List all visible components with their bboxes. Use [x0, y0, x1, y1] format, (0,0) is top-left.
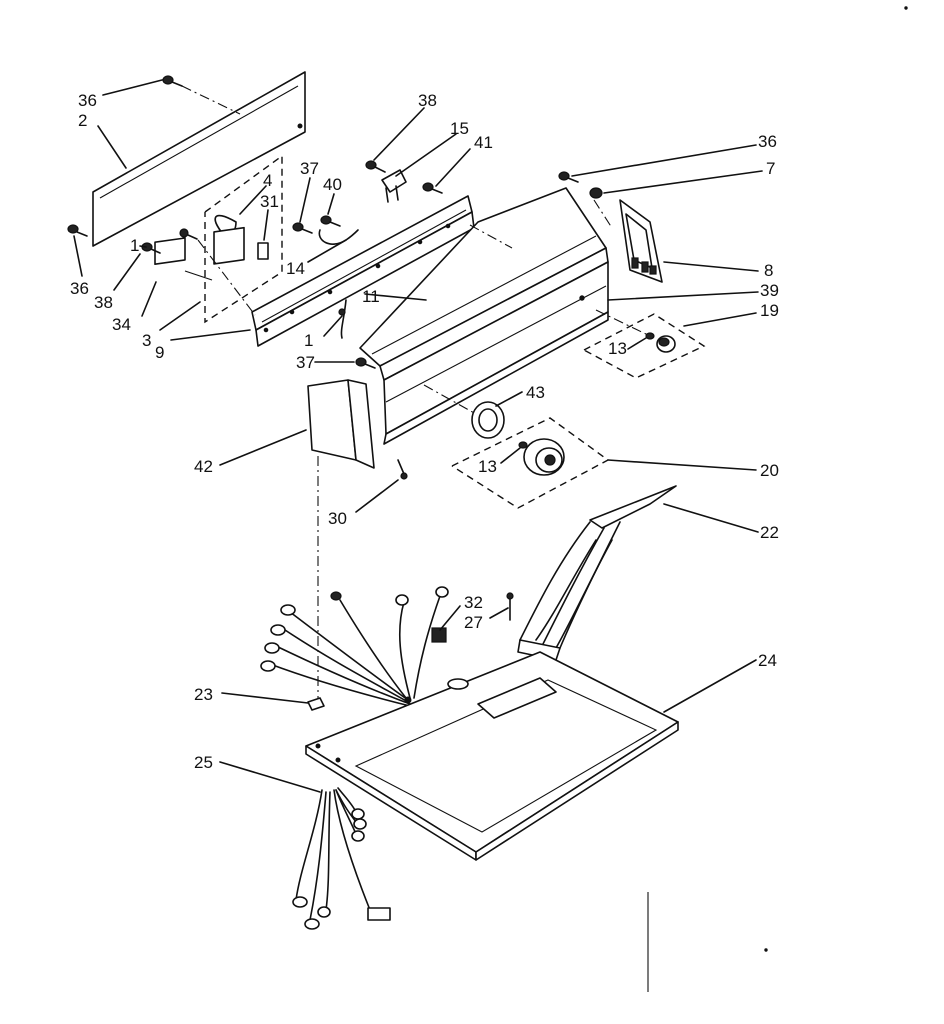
callout-c19: 19	[760, 301, 779, 320]
callout-c40: 40	[323, 175, 342, 194]
callout-c4: 4	[263, 171, 272, 190]
screw-37-lower	[355, 357, 376, 369]
callout-c38b: 38	[418, 91, 437, 110]
switch-15	[365, 160, 407, 203]
clip-7	[589, 187, 603, 199]
screw-27	[506, 592, 514, 621]
screw-40	[320, 215, 341, 227]
wire-bundle-left	[260, 586, 449, 707]
screw-41	[422, 182, 443, 194]
callout-c9: 9	[155, 343, 164, 362]
screw-37-upper	[292, 222, 313, 234]
terminal-block-32	[431, 627, 447, 643]
callout-c36c: 36	[758, 132, 777, 151]
callout-c41: 41	[474, 133, 493, 152]
wiring-harness-22	[517, 485, 677, 661]
callout-c37a: 37	[300, 159, 319, 178]
screw-36-top	[162, 75, 183, 87]
callout-c13a: 13	[608, 339, 627, 358]
left-end-cap	[307, 379, 375, 469]
callout-c20: 20	[760, 461, 779, 480]
wire-1	[340, 299, 347, 339]
callout-c42: 42	[194, 457, 213, 476]
top-panel	[305, 651, 679, 861]
screw-1-left	[179, 228, 198, 240]
callout-c43: 43	[526, 383, 545, 402]
callout-c34: 34	[112, 315, 131, 334]
callout-c27: 27	[464, 613, 483, 632]
knob-group-19	[583, 313, 706, 379]
screw-36-right	[558, 171, 579, 183]
callout-c30: 30	[328, 509, 347, 528]
clip-23	[307, 697, 325, 711]
leader-lines	[73, 79, 763, 793]
control-console	[359, 187, 609, 445]
callout-c2: 2	[78, 111, 87, 130]
callout-c36b: 36	[70, 279, 89, 298]
callout-c23: 23	[194, 685, 213, 704]
callout-c1b: 1	[304, 331, 313, 350]
bezel-43	[471, 401, 505, 439]
callout-c1a: 1	[130, 236, 139, 255]
callout-c7: 7	[766, 159, 775, 178]
callout-c39: 39	[760, 281, 779, 300]
callout-c36a: 36	[78, 91, 97, 110]
callout-c15: 15	[450, 119, 469, 138]
callout-c37b: 37	[296, 353, 315, 372]
harness-group	[154, 154, 283, 324]
callout-c13b: 13	[478, 457, 497, 476]
callout-c22: 22	[760, 523, 779, 542]
callout-c38a: 38	[94, 293, 113, 312]
rear-panel	[92, 71, 306, 247]
callout-c14: 14	[286, 259, 305, 278]
callout-c24: 24	[758, 651, 777, 670]
wiring-harness-25	[292, 787, 391, 930]
callout-c11: 11	[362, 287, 380, 306]
callout-c3: 3	[142, 331, 151, 350]
screw-30	[397, 459, 408, 480]
screw-36-left	[67, 224, 88, 237]
callout-c25: 25	[194, 753, 213, 772]
callout-c32: 32	[464, 593, 483, 612]
end-cap	[619, 199, 663, 283]
wire-14	[318, 229, 359, 245]
callout-c31: 31	[260, 192, 279, 211]
callout-c8: 8	[764, 261, 773, 280]
